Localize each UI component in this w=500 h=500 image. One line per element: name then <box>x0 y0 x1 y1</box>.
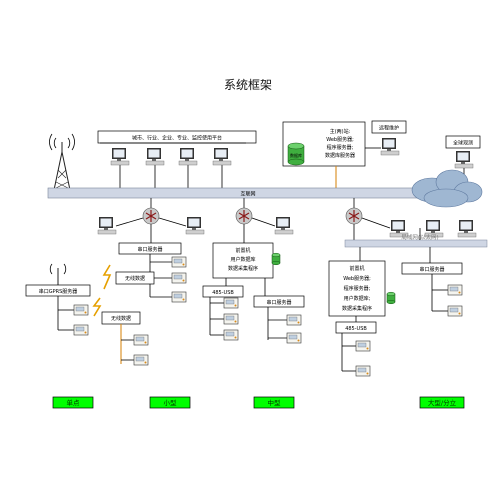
remote-maint-pc <box>380 137 400 156</box>
tier-label-single: 单点 <box>67 398 81 407</box>
device-icon <box>432 305 463 317</box>
db-icon <box>386 291 396 305</box>
device-icon <box>210 329 239 341</box>
global-monitor-pc <box>454 150 474 169</box>
usb-1-box <box>202 285 244 298</box>
tier-box-single <box>52 396 94 409</box>
cloud-icon <box>411 169 483 208</box>
device-icon <box>121 354 149 366</box>
device-icon <box>58 304 89 316</box>
device-icon <box>58 324 89 336</box>
router-pc-3 <box>251 216 294 235</box>
wireless-1-box <box>115 271 155 285</box>
router-pc-2 <box>158 216 205 235</box>
router-icon <box>345 207 363 225</box>
user-pc-2 <box>145 147 165 188</box>
router-icon <box>235 207 253 225</box>
device-icon <box>150 291 187 303</box>
user-pc-4 <box>212 147 232 188</box>
page-title: 系统框架 <box>224 78 272 92</box>
usb-2-box <box>335 321 377 334</box>
lightning-icon <box>102 264 112 290</box>
device-icon <box>210 297 239 309</box>
tier-label-large: 大型/分立 <box>428 398 457 407</box>
tier-label-small: 小型 <box>164 398 178 407</box>
mid-server-label: 前置机用户数据库数据采集程序 <box>228 247 258 272</box>
backbone-bar <box>47 187 427 199</box>
device-icon <box>432 284 463 296</box>
users-bar-label: 城市、行业、企业、专业、监控使用平台 <box>132 135 222 142</box>
center-db-icon <box>287 142 305 166</box>
remote-maint-label: 远程维护 <box>379 125 399 132</box>
tier-box-medium <box>253 396 295 409</box>
device-icon <box>342 365 371 377</box>
center-server-label: 主(两)站:Web服务器;程序服务器;数据库服务器 <box>325 128 355 159</box>
radio-tower-icon <box>49 133 75 191</box>
gprs-server-label: 串口GPRS服务器 <box>39 288 78 295</box>
big-server-box <box>328 260 386 317</box>
serial-server-1-label: 串口服务器 <box>137 246 162 253</box>
device-icon <box>268 314 302 326</box>
device-icon <box>150 256 187 268</box>
serial-server-3-label: 串口服务器 <box>419 266 444 273</box>
user-pc-3 <box>178 147 198 188</box>
device-icon <box>150 272 187 284</box>
serial-server-2-label: 串口服务器 <box>266 299 291 306</box>
device-icon <box>342 340 371 352</box>
backbone-label: 互联网 <box>240 191 255 198</box>
tier-box-small <box>149 396 191 409</box>
user-pc-1 <box>110 147 130 188</box>
center-db-label: 数据库 <box>290 152 302 158</box>
usb-1-label: 485-USB <box>212 290 234 296</box>
serial-server-2-box <box>253 295 305 308</box>
global-monitor-box <box>445 135 481 149</box>
device-icon <box>210 313 239 325</box>
db-icon <box>271 252 281 266</box>
remote-maint-box <box>371 120 407 134</box>
tier-label-medium: 中型 <box>268 398 282 407</box>
tier-box-large <box>419 396 465 409</box>
antenna-icon <box>49 263 67 285</box>
usb-2-label: 485-USB <box>345 326 367 332</box>
lan-bar <box>344 239 488 248</box>
device-icon <box>268 332 302 344</box>
device-icon <box>121 334 149 346</box>
global-monitor-label: 全球观测 <box>453 140 473 147</box>
wireless-2-label: 无线数据 <box>111 315 131 322</box>
lightning-icon <box>92 297 102 317</box>
router-pc-1 <box>97 216 144 235</box>
wireless-1-label: 无线数据 <box>125 275 145 282</box>
router-icon <box>142 207 160 225</box>
